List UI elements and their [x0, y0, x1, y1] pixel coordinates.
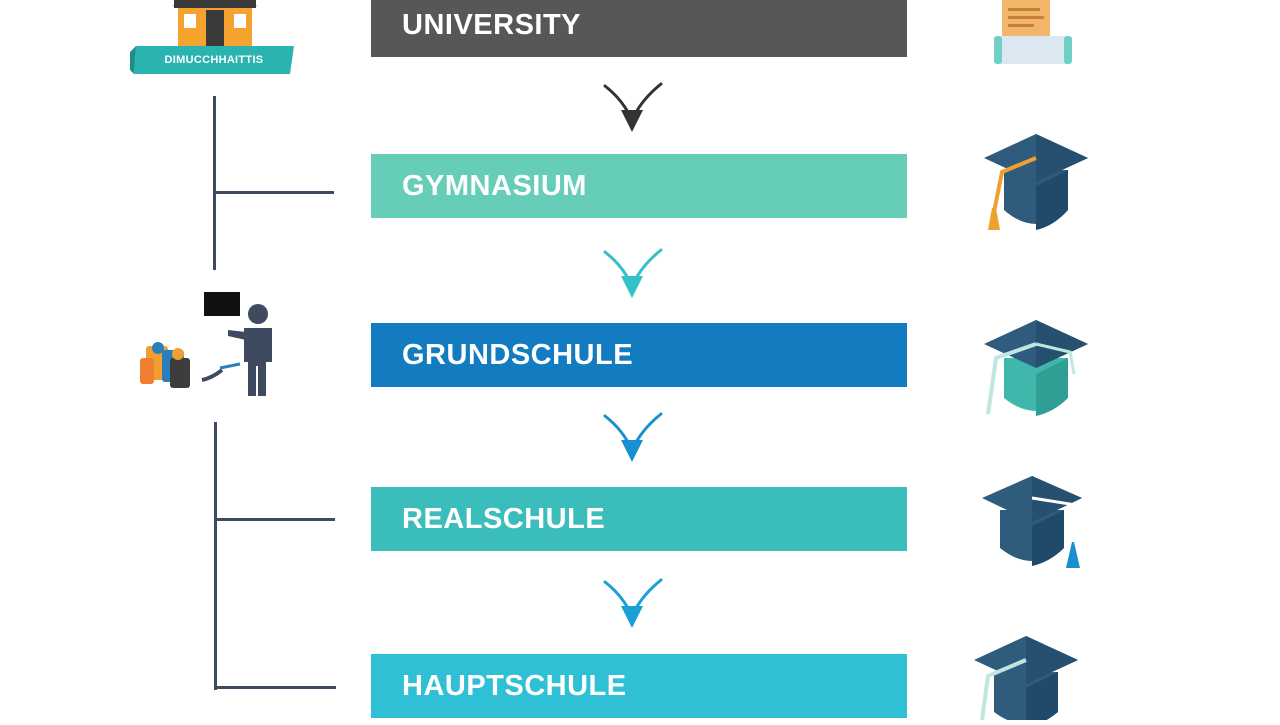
connector-branch-realschule	[214, 518, 335, 521]
graduation-cap-icon-grundschule	[980, 318, 1092, 422]
graduation-cap-icon-realschule	[978, 472, 1090, 572]
chevron-down-arrow-2	[601, 246, 665, 302]
connector-branch-gymnasium	[213, 191, 334, 194]
level-bar-hauptschule: HAUPTSCHULE	[371, 654, 907, 718]
school-banner-label: DIMUCCHHAITTIS	[164, 54, 264, 66]
chevron-down-arrow-4	[601, 576, 665, 632]
chevron-down-arrow-1	[601, 80, 665, 136]
connector-vertical-top	[213, 96, 216, 270]
teacher-with-students-icon	[136, 288, 292, 400]
graduation-cap-icon-gymnasium	[980, 130, 1092, 238]
level-label-realschule: REALSCHULE	[402, 502, 606, 535]
connector-branch-hauptschule	[214, 686, 336, 689]
school-building-icon	[130, 0, 300, 80]
level-bar-grundschule: GRUNDSCHULE	[371, 323, 907, 387]
level-label-gymnasium: GYMNASIUM	[402, 169, 587, 202]
chevron-down-arrow-3	[601, 410, 665, 466]
level-label-grundschule: GRUNDSCHULE	[402, 338, 634, 371]
graduation-cap-icon-hauptschule	[972, 632, 1084, 725]
level-bar-realschule: REALSCHULE	[371, 487, 907, 551]
level-label-university: UNIVERSITY	[402, 8, 582, 41]
level-bar-gymnasium: GYMNASIUM	[371, 154, 907, 218]
level-label-hauptschule: HAUPTSCHULE	[402, 669, 627, 702]
level-bar-university: UNIVERSITY	[371, 0, 907, 57]
connector-vertical-bottom	[214, 422, 217, 690]
diploma-scroll-icon	[990, 0, 1076, 70]
